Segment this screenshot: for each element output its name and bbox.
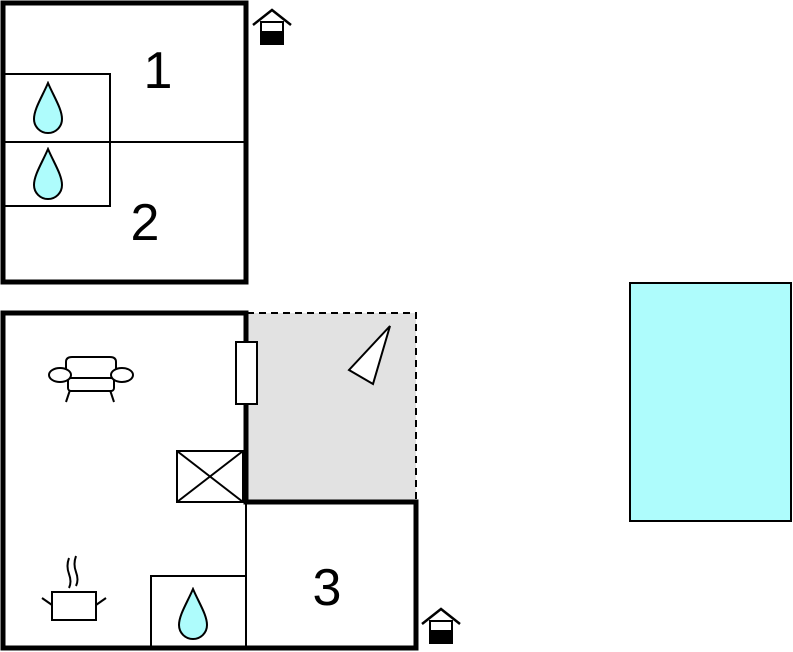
cooking-pot-icon <box>41 555 107 621</box>
bathroom-lower <box>150 575 247 649</box>
lower-building: 3 <box>0 310 419 651</box>
room-label-2: 2 <box>131 194 160 252</box>
fireplace-icon <box>176 450 244 503</box>
bathroom-upper <box>3 73 111 207</box>
house-entrance-icon <box>420 607 462 645</box>
terrace <box>247 312 417 502</box>
upper-building: 1 2 <box>0 0 249 285</box>
house-entrance-icon <box>251 8 293 46</box>
room-label-1: 1 <box>144 42 173 100</box>
wardrobe-icon <box>235 341 258 405</box>
room-label-3: 3 <box>313 559 342 617</box>
pool <box>629 282 792 522</box>
terrace-icon <box>347 325 391 386</box>
sofa-icon <box>48 356 134 403</box>
